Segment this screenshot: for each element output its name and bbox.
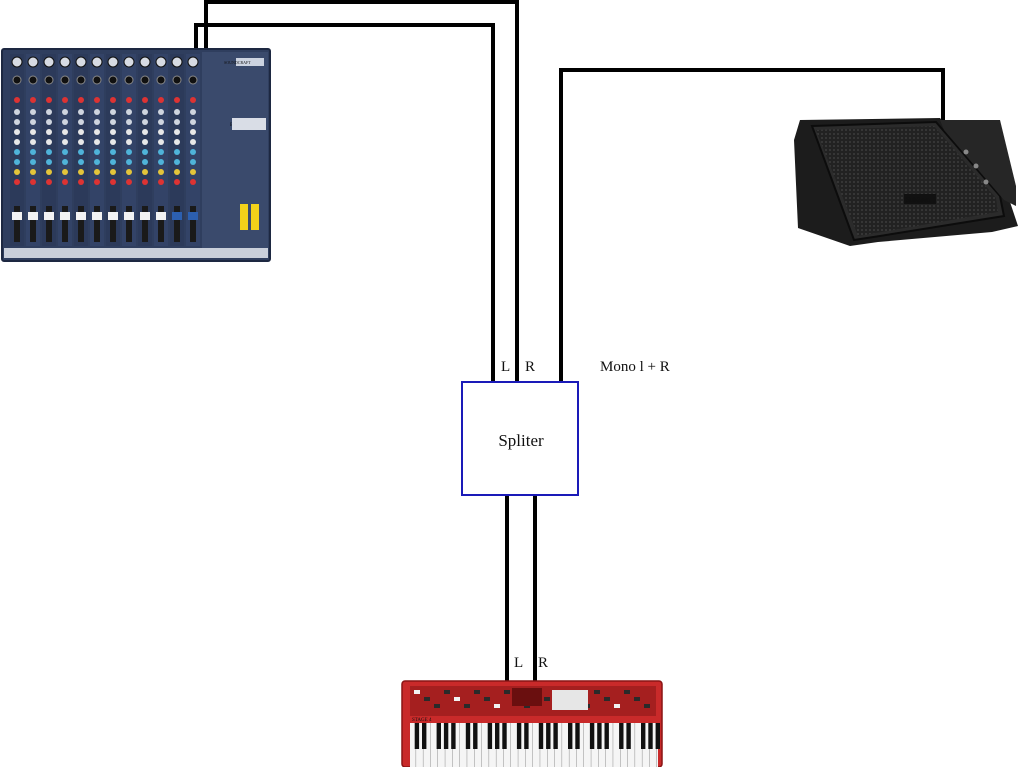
monitor-mono-label: Mono l + R bbox=[600, 359, 670, 375]
mixer: SOUNDCRAFT EPM12 bbox=[1, 48, 271, 262]
keyboard: STAGE 4 bbox=[401, 680, 663, 767]
cable-mixer-left bbox=[194, 23, 495, 382]
monitor-speaker: SubZero bbox=[794, 118, 1018, 246]
cable-monitor-mono bbox=[559, 68, 945, 382]
cables bbox=[194, 0, 945, 684]
splitter-box bbox=[461, 381, 579, 496]
mixer-left-label: L bbox=[501, 359, 510, 375]
keyboard-left-label: L bbox=[514, 655, 523, 671]
splitter-label: Spliter bbox=[498, 431, 544, 450]
mixer-brand: SOUNDCRAFT bbox=[224, 60, 251, 65]
monitor-brand: SubZero bbox=[906, 196, 931, 204]
splitter: Spliter bbox=[461, 381, 579, 496]
keyboard-right-label: R bbox=[538, 655, 548, 671]
mixer-right-label: R bbox=[525, 359, 535, 375]
keyboard-model: STAGE 4 bbox=[412, 718, 432, 723]
cable-mixer-right bbox=[204, 0, 519, 382]
